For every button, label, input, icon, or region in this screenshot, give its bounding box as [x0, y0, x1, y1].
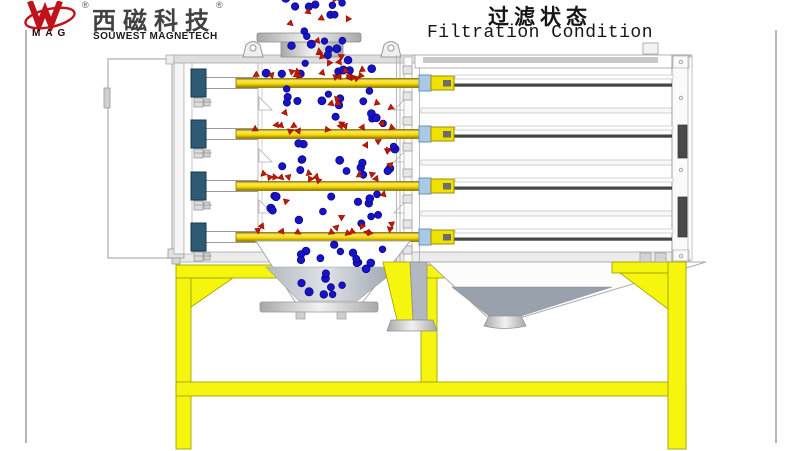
support-stand: [175, 264, 687, 450]
iron-discharge-chute: [382, 261, 438, 332]
hopper-outlet-flange: [259, 301, 379, 313]
brand-name-chinese: 西磁科技: [92, 9, 216, 35]
brand-logo: ® MAG 西磁科技 ® SOUWEST MAGNETECH: [24, 0, 254, 46]
product-hopper: [255, 240, 412, 320]
registered-mark: ®: [82, 0, 89, 10]
hopper-outlet: [483, 315, 527, 329]
particle-stream: [251, 0, 400, 299]
brand-name-english: SOUWEST MAGNETECH: [93, 31, 218, 42]
filtration-chamber: [257, 62, 409, 244]
diagram-title-chinese: 过滤状态: [488, 5, 592, 29]
drawer-handle: [677, 196, 688, 238]
diagram-title-english: Filtration Condition: [426, 23, 654, 43]
brand-emblem-label: MAG: [32, 28, 71, 39]
drawer-handle: [677, 124, 688, 159]
drawer-end-plate: [671, 54, 693, 263]
support-stand-right: [611, 261, 687, 450]
registered-mark: ®: [216, 0, 223, 10]
separator-body: [167, 54, 673, 265]
left-access-door: [103, 54, 177, 259]
brand-emblem-icon: [24, 1, 76, 31]
door-handle: [103, 87, 111, 109]
